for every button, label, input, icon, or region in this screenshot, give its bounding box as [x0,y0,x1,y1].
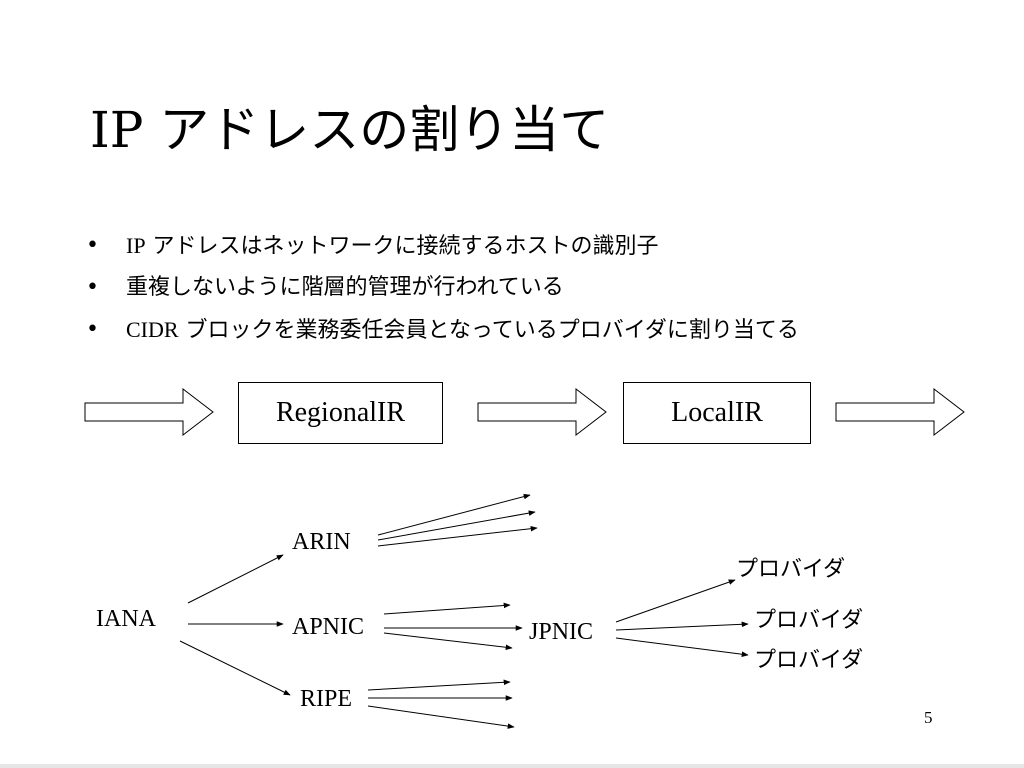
arrow-apnic-out-1 [383,602,511,615]
flow-block-arrow-3 [835,387,965,437]
bullet-text: 重複しないように階層的管理が行われている [126,275,564,300]
node-provider-3: プロバイダ [754,648,864,673]
bullet-item-3: • CIDR ブロックを業務委任会員となっているプロバイダに割り当てる [86,316,799,358]
bullet-latin-text: CIDR [126,317,179,342]
arrow-ripe-out-1 [367,679,511,691]
bottom-divider [0,764,1024,768]
arrow-jpnic-provider-2 [615,621,749,631]
node-arin: ARIN [292,529,351,555]
bullet-latin-text: IP [126,233,146,258]
arrow-iana-ripe [179,640,291,696]
node-jpnic: JPNIC [529,619,594,645]
bullet-marker: • [86,317,99,342]
regional-ir-box: RegionalIR [238,382,443,444]
node-iana: IANA [96,606,156,632]
arrow-jpnic-provider-3 [615,637,749,657]
bullet-item-1: • IP アドレスはネットワークに接続するホストの識別子 [86,232,799,274]
flow-block-arrow-2 [477,387,607,437]
bullet-marker: • [86,233,99,258]
arrow-jpnic-provider-1 [615,579,736,623]
arrow-apnic-out-3 [383,632,513,651]
arrow-ripe-out-3 [367,705,515,729]
bullet-list: • IP アドレスはネットワークに接続するホストの識別子 • 重複しないように階層的… [86,232,799,358]
arrow-arin-out-1 [377,493,531,536]
arrow-arin-out-3 [377,525,538,547]
slide-title: IP アドレスの割り当て [90,101,610,159]
arrow-iana-arin [187,554,284,604]
node-apnic: APNIC [292,614,365,640]
flow-block-arrow-1 [84,387,214,437]
arrow-arin-out-2 [377,510,536,541]
node-ripe: RIPE [300,686,353,712]
node-provider-1: プロバイダ [736,557,846,582]
bullet-marker: • [86,275,99,300]
local-ir-box: LocalIR [623,382,811,444]
bullet-text: アドレスはネットワークに接続するホストの識別子 [145,234,659,259]
node-provider-2: プロバイダ [754,608,864,633]
bullet-text: ブロックを業務委任会員となっているプロバイダに割り当てる [178,318,799,343]
page-number: 5 [924,708,933,727]
bullet-item-2: • 重複しないように階層的管理が行われている [86,274,799,316]
